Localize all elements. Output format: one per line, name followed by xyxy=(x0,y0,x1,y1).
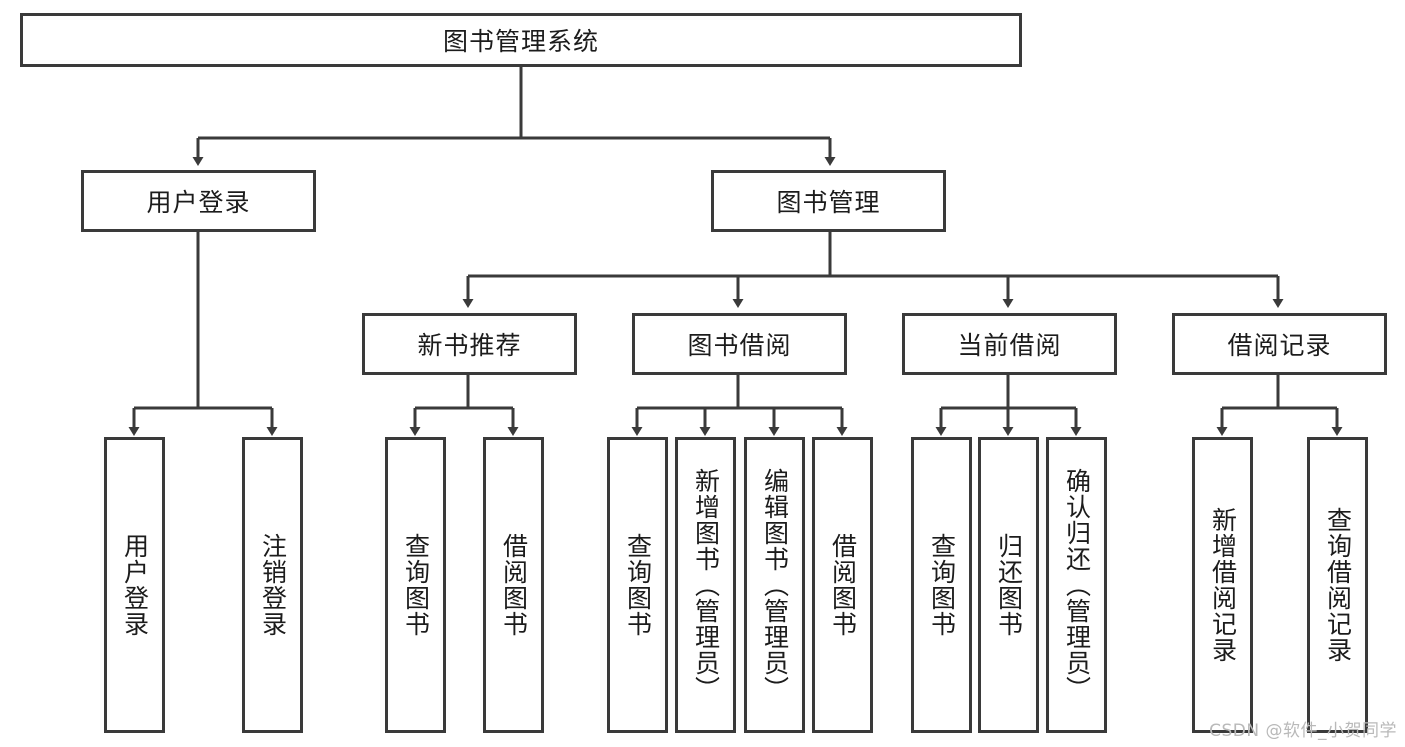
node-leaf-query-book-3[interactable]: 查询图书 xyxy=(911,437,972,733)
node-leaf-return-book[interactable]: 归还图书 xyxy=(978,437,1039,733)
node-leaf-query-borrow-record[interactable]: 查询借阅记录 xyxy=(1307,437,1368,733)
node-leaf-add-borrow-record[interactable]: 新增借阅记录 xyxy=(1192,437,1253,733)
node-leaf-query-book-2[interactable]: 查询图书 xyxy=(607,437,668,733)
node-book-management[interactable]: 图书管理 xyxy=(711,170,946,232)
node-leaf-confirm-return[interactable]: 确认归还（管理员） xyxy=(1046,437,1107,733)
node-leaf-user-login[interactable]: 用户登录 xyxy=(104,437,165,733)
node-leaf-add-book[interactable]: 新增图书（管理员） xyxy=(675,437,736,733)
node-leaf-borrow-book-2[interactable]: 借阅图书 xyxy=(812,437,873,733)
node-user-login[interactable]: 用户登录 xyxy=(81,170,316,232)
node-leaf-user-logout[interactable]: 注销登录 xyxy=(242,437,303,733)
node-book-borrow[interactable]: 图书借阅 xyxy=(632,313,847,375)
node-leaf-query-book-1[interactable]: 查询图书 xyxy=(385,437,446,733)
node-borrow-record[interactable]: 借阅记录 xyxy=(1172,313,1387,375)
node-root-system[interactable]: 图书管理系统 xyxy=(20,13,1022,67)
node-leaf-edit-book[interactable]: 编辑图书（管理员） xyxy=(744,437,805,733)
node-leaf-borrow-book-1[interactable]: 借阅图书 xyxy=(483,437,544,733)
node-new-book-recommend[interactable]: 新书推荐 xyxy=(362,313,577,375)
node-current-borrow[interactable]: 当前借阅 xyxy=(902,313,1117,375)
watermark: CSDN @软件_小贺同学 xyxy=(1209,721,1397,741)
